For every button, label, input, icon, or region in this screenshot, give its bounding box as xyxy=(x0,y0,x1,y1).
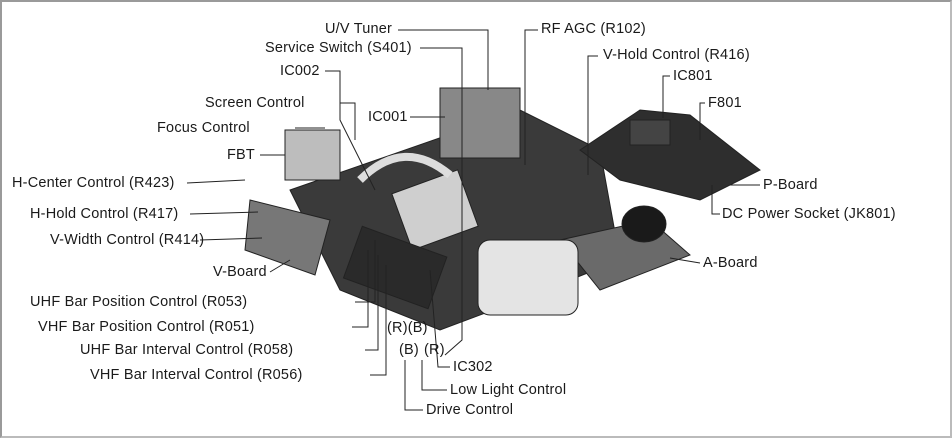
label-v-width-control: V-Width Control (R414) xyxy=(50,232,205,248)
v-board xyxy=(244,199,331,276)
label-vhf-bar-interval: VHF Bar Interval Control (R056) xyxy=(90,367,303,383)
label-service-switch: Service Switch (S401) xyxy=(265,40,412,56)
label-uv-tuner: U/V Tuner xyxy=(325,21,393,37)
label-b-lower: (B) xyxy=(399,342,419,358)
label-r-b-upper: (R)(B) xyxy=(387,320,428,336)
label-rf-agc: RF AGC (R102) xyxy=(541,21,646,37)
label-fbt: FBT xyxy=(227,147,255,163)
ic801-chip xyxy=(629,119,671,146)
label-r-lower: (R) xyxy=(424,342,445,358)
label-a-board: A-Board xyxy=(703,255,758,271)
label-ic302: IC302 xyxy=(453,359,493,375)
cable-bundle xyxy=(357,152,453,183)
fbt-block xyxy=(284,129,341,181)
label-ic001: IC001 xyxy=(368,109,408,125)
crt-face xyxy=(477,239,579,316)
label-low-light-control: Low Light Control xyxy=(450,382,567,398)
label-p-board: P-Board xyxy=(763,177,818,193)
label-drive-control: Drive Control xyxy=(426,402,514,418)
crt-tube xyxy=(391,169,479,251)
label-v-hold-control: V-Hold Control (R416) xyxy=(603,47,750,63)
label-h-hold-control: H-Hold Control (R417) xyxy=(30,206,179,222)
label-uhf-bar-position: UHF Bar Position Control (R053) xyxy=(30,294,248,310)
p-board xyxy=(579,109,761,201)
label-focus-control: Focus Control xyxy=(157,120,250,136)
tuner-module xyxy=(439,87,521,159)
label-f801: F801 xyxy=(708,95,742,111)
label-screen-control: Screen Control xyxy=(205,95,305,111)
label-uhf-bar-interval: UHF Bar Interval Control (R058) xyxy=(80,342,294,358)
label-h-center-control: H-Center Control (R423) xyxy=(12,175,175,191)
speaker xyxy=(621,205,667,243)
label-vhf-bar-position: VHF Bar Position Control (R051) xyxy=(38,319,255,335)
label-ic002: IC002 xyxy=(280,63,320,79)
label-ic801: IC801 xyxy=(673,68,713,84)
label-v-board: V-Board xyxy=(213,264,267,280)
label-dc-power-socket: DC Power Socket (JK801) xyxy=(722,206,896,222)
leader-lines xyxy=(186,29,760,411)
